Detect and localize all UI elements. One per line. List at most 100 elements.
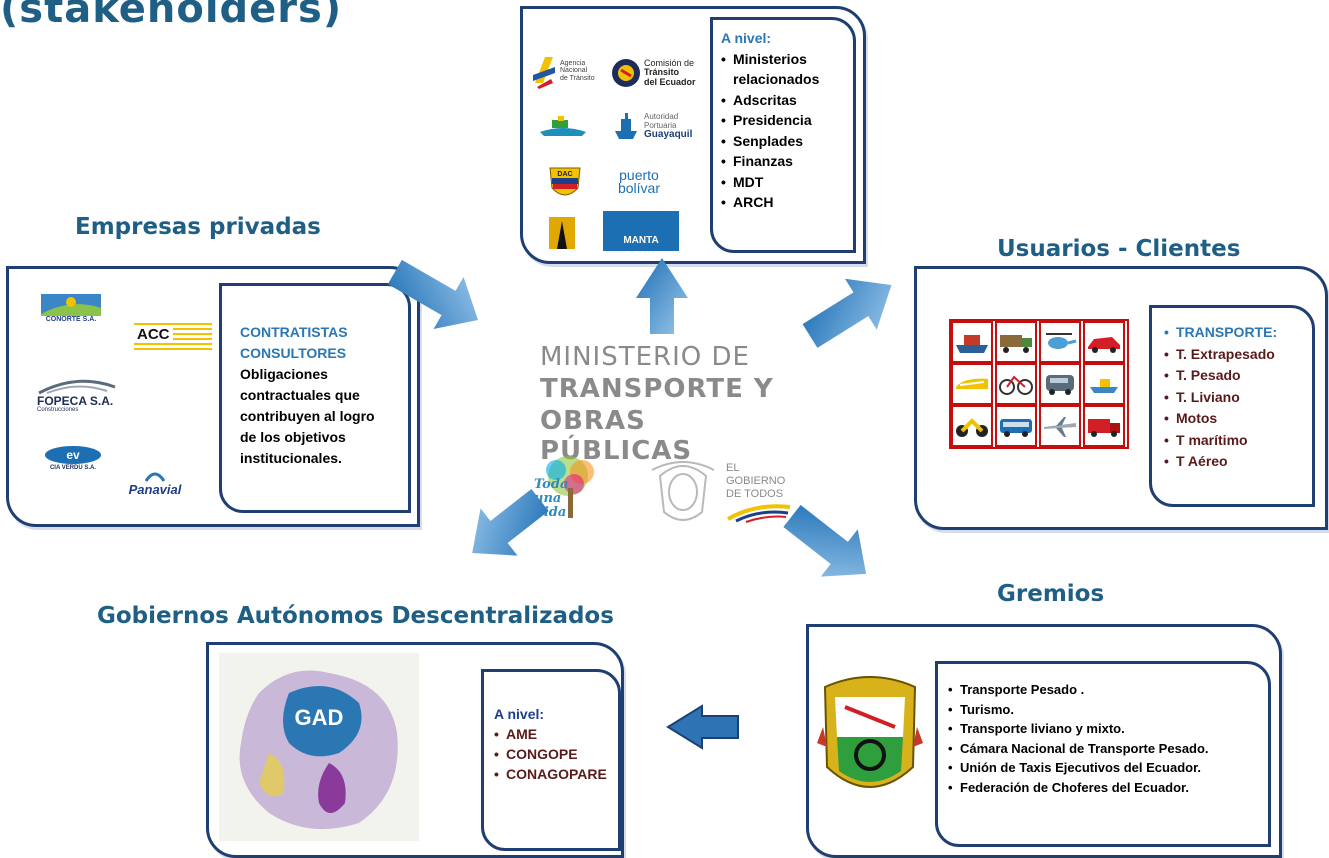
coat-of-arms-icon xyxy=(651,461,715,521)
ship-icon xyxy=(951,321,993,363)
arrow-left xyxy=(666,704,739,750)
fopeca-bridge-icon xyxy=(38,379,116,394)
gad-list: AME CONGOPE CONAGOPARE xyxy=(494,724,607,784)
gad-map-icon: GAD xyxy=(239,670,398,830)
gremios-list: Transporte Pesado . Turismo. Transporte … xyxy=(948,680,1209,797)
usuarios-card: TRANSPORTE: T. Extrapesado T. Pesado T. … xyxy=(914,266,1328,530)
conorte-icon xyxy=(41,294,101,317)
federacion-shield-icon xyxy=(817,676,923,788)
tree-icon xyxy=(546,456,594,518)
list-item: Senplades xyxy=(721,131,853,152)
motorcycle-icon xyxy=(951,405,993,447)
manta-logo: MANTA xyxy=(603,211,679,251)
list-item: T marítimo xyxy=(1164,430,1277,452)
ship-icon xyxy=(540,116,586,136)
svg-text:GAD: GAD xyxy=(295,705,344,730)
verdu-icon: ev xyxy=(45,445,101,464)
list-item: T. Liviano xyxy=(1164,387,1277,409)
ministerio-line1: MINISTERIO DE xyxy=(540,342,750,372)
list-item: MDT xyxy=(721,172,853,193)
arrow-up-left xyxy=(387,259,478,329)
list-item: T. Extrapesado xyxy=(1164,344,1277,366)
van-icon xyxy=(1039,363,1081,405)
bus-icon xyxy=(995,405,1037,447)
bicycle-icon xyxy=(995,363,1037,405)
list-item: Motos xyxy=(1164,408,1277,430)
svg-text:DAC: DAC xyxy=(557,171,572,178)
usuarios-list-header: TRANSPORTE: xyxy=(1164,322,1277,344)
list-item: T. Pesado xyxy=(1164,365,1277,387)
top-list-header: A nivel: xyxy=(721,30,772,46)
list-item: AME xyxy=(494,724,607,744)
empresas-card: CONORTE S.A. ACC FOPECA S.A. Construccio… xyxy=(6,266,420,527)
road-logo xyxy=(543,211,581,255)
top-list: Ministerios relacionados Adscritas Presi… xyxy=(721,49,853,213)
list-item: Finanzas xyxy=(721,151,853,172)
list-item: ARCH xyxy=(721,192,853,213)
federacion-logo xyxy=(815,667,925,807)
list-item: T Aéreo xyxy=(1164,451,1277,473)
heading-gad: Gobiernos Autónomos Descentralizados xyxy=(97,603,614,629)
top-list-box: A nivel: Ministerios relacionados Adscri… xyxy=(710,17,856,253)
gad-list-box: A nivel: AME CONGOPE CONAGOPARE xyxy=(481,669,621,851)
usuarios-list: TRANSPORTE: T. Extrapesado T. Pesado T. … xyxy=(1164,322,1277,473)
arrow-down-left xyxy=(472,488,549,556)
heading-gremios: Gremios xyxy=(997,581,1105,607)
list-item: Adscritas xyxy=(721,90,853,111)
list-item: Turismo. xyxy=(948,700,1209,720)
list-item: CONAGOPARE xyxy=(494,764,607,784)
conorte-logo: CONORTE S.A. xyxy=(39,291,103,327)
sports-car-icon xyxy=(1083,321,1125,363)
ship-logo xyxy=(533,109,593,143)
panavial-icon xyxy=(144,472,166,483)
verdu-logo: ev CIA VERDU S.A. xyxy=(37,441,109,475)
contratistas-label: CONTRATISTAS xyxy=(240,324,348,340)
list-item: Transporte liviano y mixto. xyxy=(948,719,1209,739)
consultores-label: CONSULTORES xyxy=(240,345,347,361)
truck-icon xyxy=(1083,405,1125,447)
empresas-text-box: CONTRATISTAS CONSULTORES Obligaciones co… xyxy=(219,283,411,513)
acc-logo: ACC xyxy=(133,315,213,355)
list-item: Ministerios relacionados xyxy=(721,49,853,90)
arrow-up-right xyxy=(802,278,892,348)
list-item: Unión de Taxis Ejecutivos del Ecuador. xyxy=(948,758,1209,778)
panavial-logo: Panavial xyxy=(115,465,195,501)
list-item: CONGOPE xyxy=(494,744,607,764)
list-item: Federación de Choferes del Ecuador. xyxy=(948,778,1209,798)
ministerio-logo: MINISTERIO DE TRANSPORTE Y OBRAS PÚBLICA… xyxy=(540,342,800,466)
train-icon xyxy=(951,363,993,405)
transport-grid xyxy=(949,319,1129,449)
cte-seal-icon xyxy=(612,59,640,87)
gobierno-swoosh-icon xyxy=(727,504,791,523)
gad-map-image: GAD xyxy=(219,653,419,841)
helicopter-icon xyxy=(1039,321,1081,363)
gad-card: GAD A nivel: AME CONGOPE CONAGOPARE xyxy=(206,642,624,858)
arrow-down-right xyxy=(783,504,867,577)
heading-usuarios: Usuarios - Clientes xyxy=(997,236,1241,262)
gremios-card: Transporte Pesado . Turismo. Transporte … xyxy=(806,624,1282,858)
heading-empresas: Empresas privadas xyxy=(75,214,321,240)
ant-logo-icon xyxy=(533,57,555,89)
empresas-description: Obligaciones contractuales que contribuy… xyxy=(240,366,375,466)
svg-text:ev: ev xyxy=(66,448,80,462)
road-icon xyxy=(549,217,575,249)
apg-ship-icon xyxy=(615,113,637,139)
list-item: Cámara Nacional de Transporte Pesado. xyxy=(948,739,1209,759)
usuarios-list-box: TRANSPORTE: T. Extrapesado T. Pesado T. … xyxy=(1149,305,1315,507)
list-item: Transporte Pesado . xyxy=(948,680,1209,700)
list-item: Presidencia xyxy=(721,110,853,131)
coat-of-arms xyxy=(648,456,718,528)
gobierno-de-todos: EL GOBIERNO DE TODOS xyxy=(726,462,792,527)
fopeca-logo: FOPECA S.A. Construcciones xyxy=(37,375,127,415)
boat-icon xyxy=(1083,363,1125,405)
toda-una-vida-logo: Toda una Vida xyxy=(532,452,612,524)
airplane-icon xyxy=(1039,405,1081,447)
truck-heavy-icon xyxy=(995,321,1037,363)
gad-list-header: A nivel: xyxy=(494,706,545,722)
ministerio-line2: TRANSPORTE Y xyxy=(540,374,774,404)
